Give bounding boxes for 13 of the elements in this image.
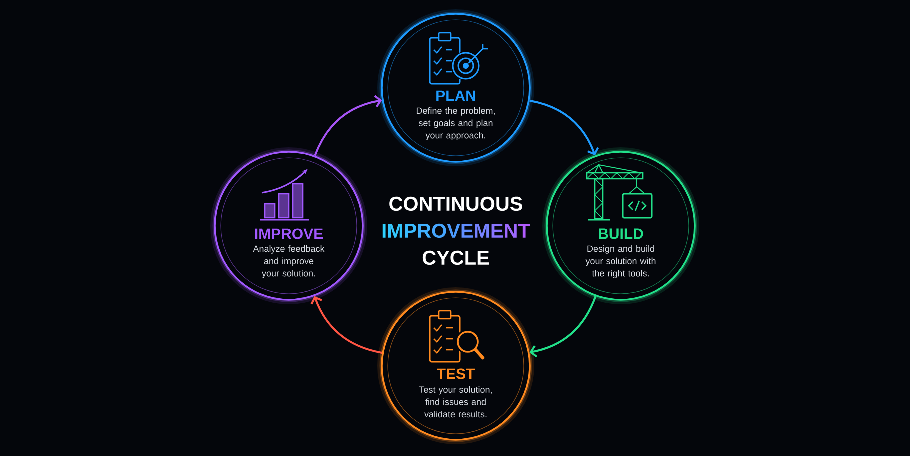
arrow	[314, 95, 382, 156]
stage-heading: TEST	[437, 368, 476, 380]
stage-description: Test your solution, find issues and validate results.	[419, 386, 492, 418]
stage-heading: IMPROVE	[255, 228, 323, 240]
title: CONTINUOUS IMPROVEMENT CYCLE	[382, 196, 530, 266]
stage-description: Design and build your solution with the right tools.	[586, 246, 656, 278]
stage-heading: PLAN	[436, 90, 476, 102]
stage-heading: BUILD	[599, 228, 644, 240]
stage-description: Define the problem, set goals and plan your approach.	[416, 108, 495, 140]
arrow	[310, 296, 382, 354]
arrow	[530, 296, 597, 358]
stage-description: Analyze feedback and improve your solution.	[253, 246, 325, 278]
arrow	[530, 100, 600, 156]
